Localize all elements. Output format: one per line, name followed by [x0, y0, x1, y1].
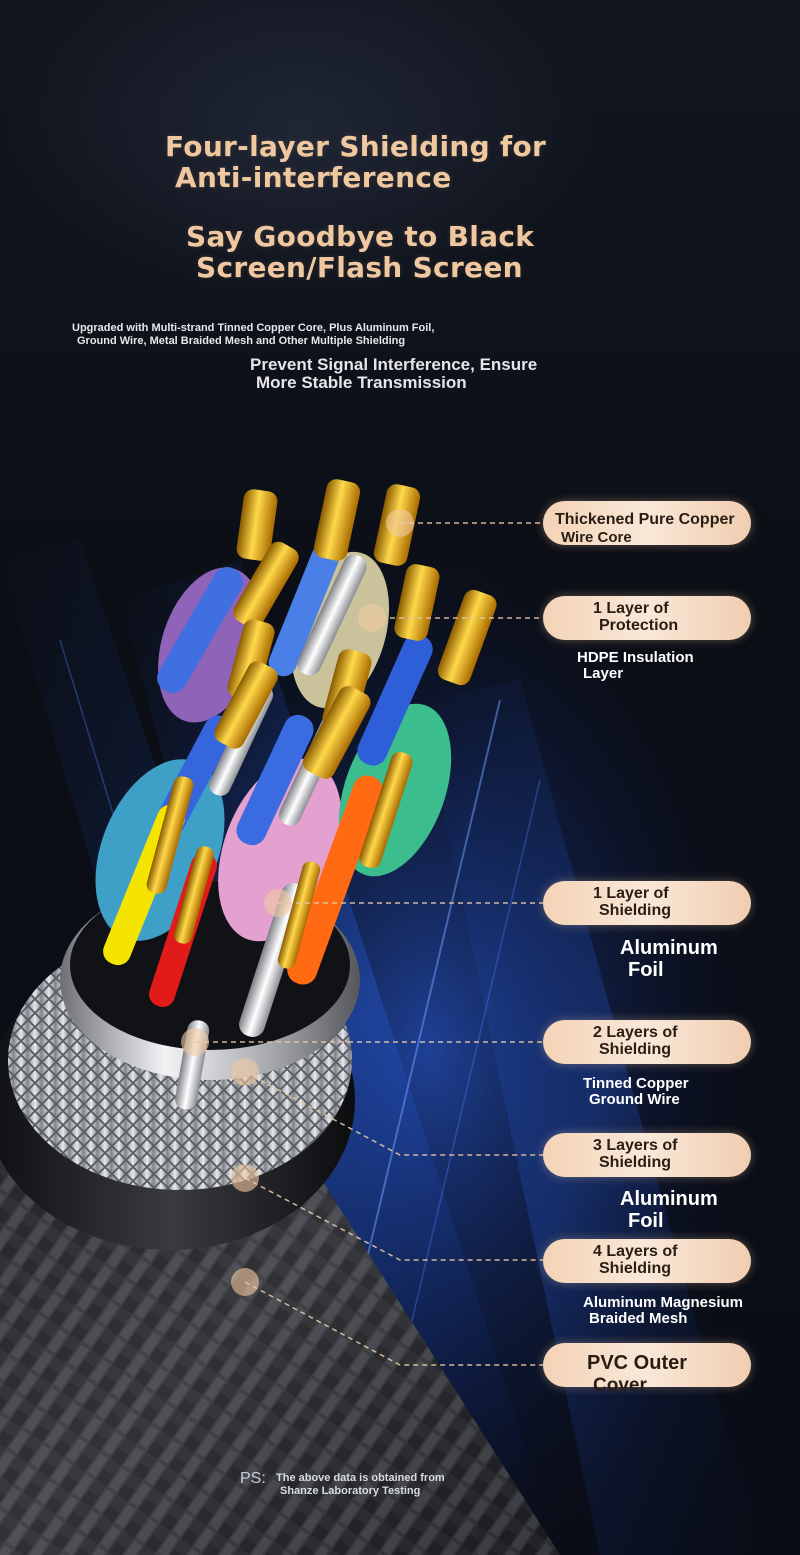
description-line-1: Upgraded with Multi-strand Tinned Copper…	[72, 322, 435, 334]
note-braided-mesh-line-1: Aluminum Magnesium	[583, 1294, 744, 1311]
callout-pvc-outer-cover: PVC Outer Cover	[543, 1343, 751, 1395]
callout-label-line-2: Wire Core	[561, 529, 632, 546]
callout-label-line-1: 1 Layer of	[593, 600, 669, 617]
callout-label-line-1: PVC Outer	[587, 1352, 688, 1374]
callout-label-line-1: 3 Layers of	[593, 1137, 678, 1154]
note-ground-wire-line-1: Tinned Copper	[583, 1075, 689, 1092]
callout-label-line-2: Shielding	[599, 1260, 671, 1277]
footer-note-line-1: The above data is obtained from	[276, 1472, 445, 1484]
note-hdpe-line-2: Layer	[583, 665, 624, 682]
subhead-line-1: Prevent Signal Interference, Ensure	[250, 355, 538, 374]
note-hdpe-line-1: HDPE Insulation	[577, 649, 694, 666]
callout-shielding-layer-4: 4 Layers of Shielding	[543, 1239, 751, 1283]
callout-label-line-1: 1 Layer of	[593, 885, 669, 902]
headline-line-4: Screen/Flash Screen	[196, 251, 523, 284]
note-aluminum-foil-2-line-1: Aluminum	[620, 1188, 718, 1210]
ps-label: PS:	[240, 1470, 266, 1487]
note-ground-wire-line-2: Ground Wire	[589, 1091, 680, 1108]
headline-line-2: Anti-interference	[175, 161, 452, 194]
callout-shielding-layer-2: 2 Layers of Shielding	[543, 1020, 751, 1064]
note-aluminum-foil-1-line-2: Foil	[628, 959, 664, 981]
callout-label-line-2: Protection	[599, 617, 679, 634]
footer-note-line-2: Shanze Laboratory Testing	[280, 1485, 421, 1497]
callout-protection-layer: 1 Layer of Protection	[543, 596, 751, 640]
cable-cross-section-illustration	[0, 479, 560, 1555]
callout-label-line-2: Shielding	[599, 1041, 671, 1058]
subhead-line-2: More Stable Transmission	[256, 373, 467, 392]
description-line-2: Ground Wire, Metal Braided Mesh and Othe…	[77, 335, 406, 347]
callout-copper-core: Thickened Pure Copper Wire Core	[543, 501, 751, 546]
note-aluminum-foil-1-line-1: Aluminum	[620, 937, 718, 959]
headline-line-3: Say Goodbye to Black	[186, 220, 535, 253]
callout-label-line-1: 2 Layers of	[593, 1024, 678, 1041]
callout-label-line-2: Shielding	[599, 1154, 671, 1171]
note-braided-mesh-line-2: Braided Mesh	[589, 1310, 688, 1327]
callout-label-line-1: Thickened Pure Copper	[555, 511, 735, 528]
callout-shielding-layer-3: 3 Layers of Shielding	[543, 1133, 751, 1177]
callout-shielding-layer-1: 1 Layer of Shielding	[543, 881, 751, 925]
callout-label-line-2: Cover	[593, 1375, 647, 1396]
callout-label-line-1: 4 Layers of	[593, 1243, 678, 1260]
note-aluminum-foil-2-line-2: Foil	[628, 1210, 664, 1232]
headline-line-1: Four-layer Shielding for	[165, 130, 547, 163]
callout-label-line-2: Shielding	[599, 902, 671, 919]
